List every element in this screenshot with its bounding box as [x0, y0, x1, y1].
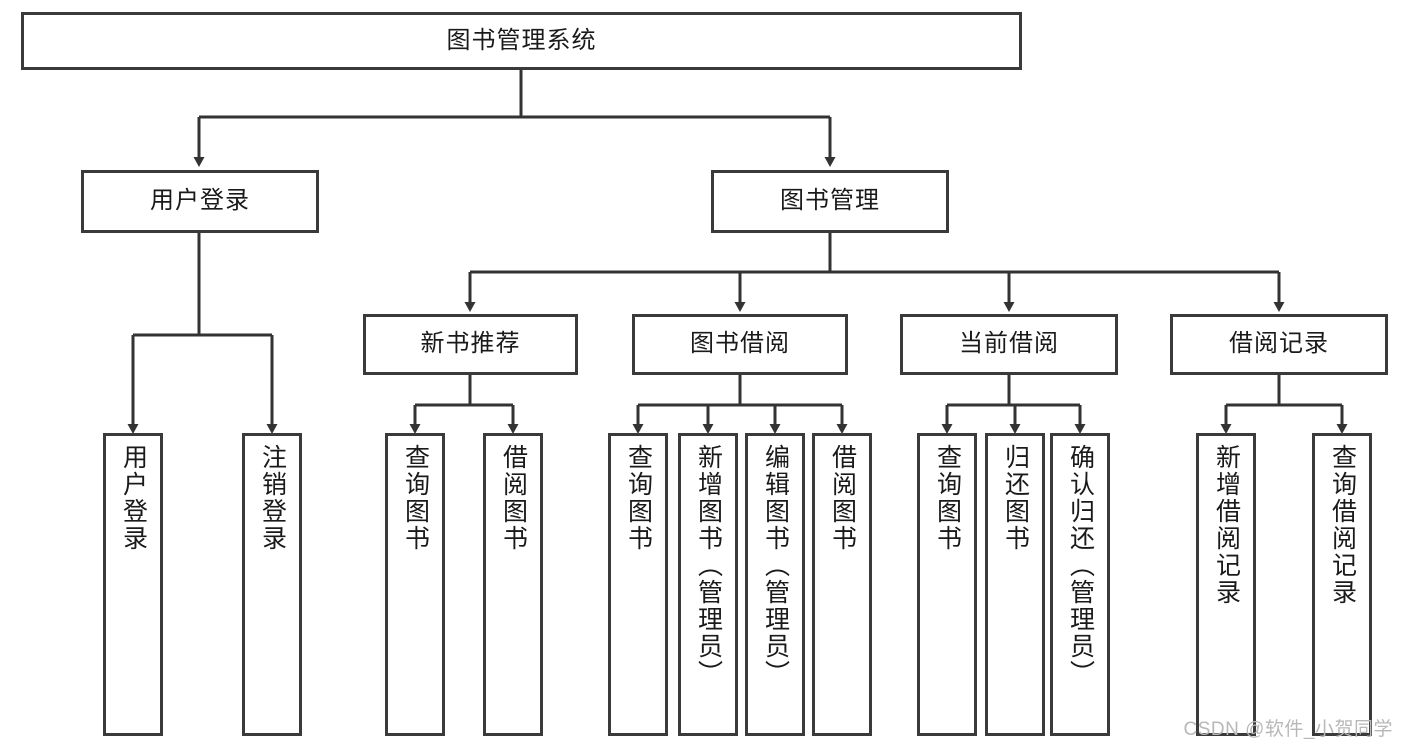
- node-current-borrow-label: 当前借阅: [959, 330, 1059, 358]
- node-borrow-record[interactable]: 借阅记录: [1170, 314, 1388, 375]
- node-leaf-user-login-label: 用户登录: [119, 444, 148, 552]
- node-leaf-borrow-book-1-label: 借阅图书: [499, 444, 528, 552]
- node-leaf-edit-book-label: 编辑图书（管理员）: [761, 444, 790, 687]
- node-leaf-add-book[interactable]: 新增图书（管理员）: [678, 433, 738, 736]
- node-user-login[interactable]: 用户登录: [81, 170, 319, 233]
- node-new-book-rec[interactable]: 新书推荐: [363, 314, 578, 375]
- node-root-label: 图书管理系统: [446, 26, 597, 54]
- node-book-borrow[interactable]: 图书借阅: [632, 314, 848, 375]
- node-leaf-query-book-1-label: 查询图书: [401, 444, 430, 552]
- node-leaf-edit-book[interactable]: 编辑图书（管理员）: [745, 433, 805, 736]
- node-leaf-query-record-label: 查询借阅记录: [1328, 444, 1357, 606]
- node-leaf-add-record-label: 新增借阅记录: [1212, 444, 1241, 606]
- node-book-manage[interactable]: 图书管理: [711, 170, 949, 233]
- node-leaf-logout-login[interactable]: 注销登录: [242, 433, 302, 736]
- node-leaf-query-book-2[interactable]: 查询图书: [608, 433, 668, 736]
- node-book-manage-label: 图书管理: [780, 187, 880, 215]
- node-leaf-query-book-2-label: 查询图书: [624, 444, 653, 552]
- node-current-borrow[interactable]: 当前借阅: [900, 314, 1118, 375]
- node-new-book-rec-label: 新书推荐: [420, 330, 521, 358]
- node-leaf-confirm-return-label: 确认归还（管理员）: [1066, 444, 1095, 687]
- node-book-borrow-label: 图书借阅: [690, 330, 790, 358]
- node-leaf-query-book-3[interactable]: 查询图书: [917, 433, 977, 736]
- node-leaf-return-book[interactable]: 归还图书: [985, 433, 1045, 736]
- node-leaf-query-book-1[interactable]: 查询图书: [385, 433, 445, 736]
- node-root[interactable]: 图书管理系统: [21, 12, 1022, 70]
- node-borrow-record-label: 借阅记录: [1229, 330, 1329, 358]
- node-leaf-borrow-book-2[interactable]: 借阅图书: [812, 433, 872, 736]
- node-leaf-logout-login-label: 注销登录: [258, 444, 287, 552]
- node-user-login-label: 用户登录: [150, 187, 250, 215]
- node-leaf-add-book-label: 新增图书（管理员）: [694, 444, 723, 687]
- node-leaf-return-book-label: 归还图书: [1001, 444, 1030, 552]
- node-leaf-borrow-book-2-label: 借阅图书: [828, 444, 857, 552]
- node-leaf-user-login[interactable]: 用户登录: [103, 433, 163, 736]
- node-leaf-add-record[interactable]: 新增借阅记录: [1196, 433, 1256, 736]
- node-leaf-query-record[interactable]: 查询借阅记录: [1312, 433, 1372, 736]
- node-leaf-borrow-book-1[interactable]: 借阅图书: [483, 433, 543, 736]
- watermark: CSDN @软件_小贺同学: [1183, 719, 1393, 740]
- node-leaf-confirm-return[interactable]: 确认归还（管理员）: [1050, 433, 1110, 736]
- node-leaf-query-book-3-label: 查询图书: [933, 444, 962, 552]
